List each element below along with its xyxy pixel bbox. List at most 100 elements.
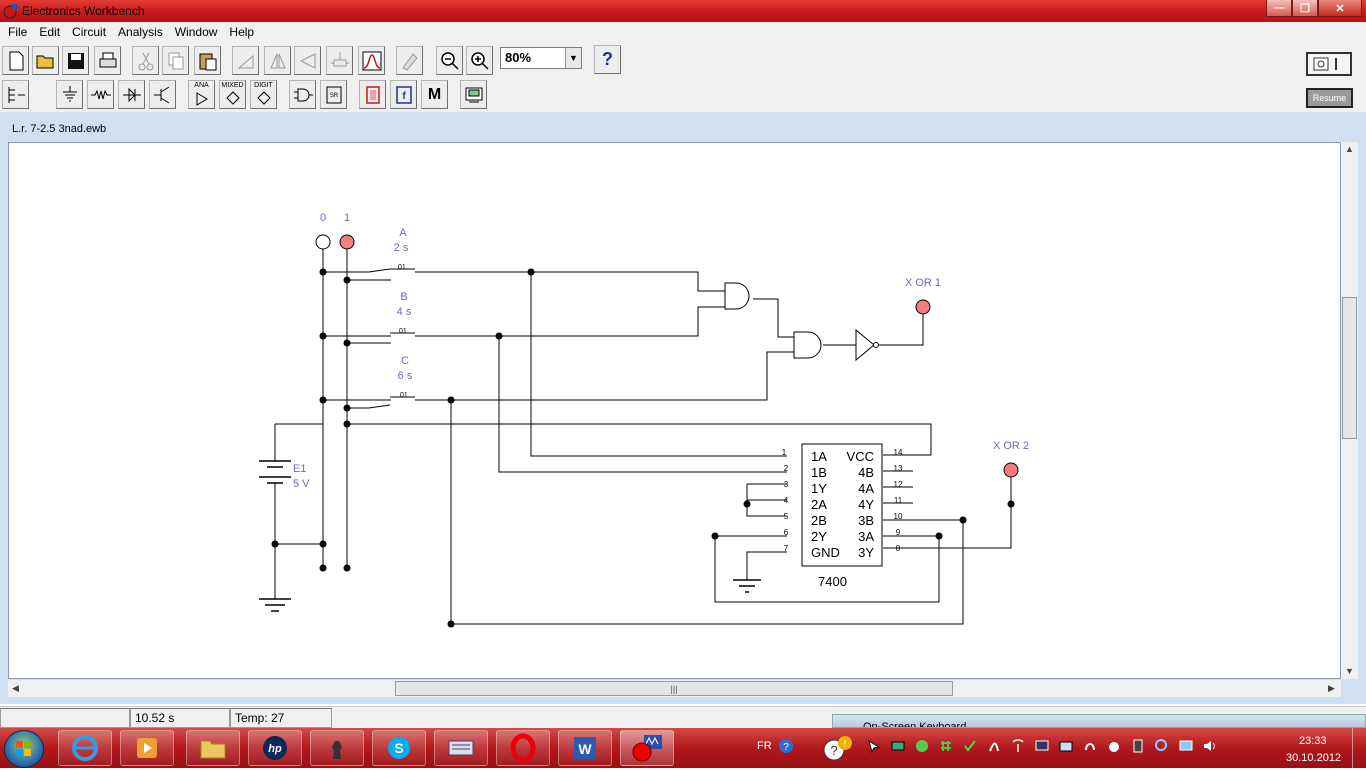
horizontal-scroll-thumb[interactable]: ||| (395, 681, 953, 696)
analog-ics-bin-button[interactable]: ANA (188, 80, 215, 109)
scroll-down-icon[interactable]: ▼ (1345, 666, 1354, 676)
new-file-button[interactable] (2, 46, 29, 75)
minimize-button[interactable]: — (1266, 0, 1292, 17)
tray-phone-icon[interactable] (1130, 738, 1146, 754)
mixed-ics-icon (225, 90, 240, 105)
resume-button[interactable]: Resume (1306, 88, 1353, 108)
xor1-probe[interactable] (915, 299, 931, 315)
vertical-scroll-thumb[interactable] (1342, 297, 1357, 439)
activate-simulation-switch[interactable] (1306, 52, 1352, 76)
show-desktop-button[interactable] (1352, 728, 1366, 768)
schematic: 0 1 A 2 s B 4 s C 6 s X OR 1 X OR 2 E1 5… (259, 212, 1029, 628)
chevron-down-icon[interactable]: ▼ (565, 48, 581, 68)
pin-number: 2 (784, 464, 789, 473)
taskbar-electronics-workbench[interactable] (620, 730, 674, 766)
tray-folder-icon[interactable] (1058, 738, 1074, 754)
zoom-in-button[interactable] (466, 46, 493, 75)
tray-bug-icon[interactable] (1106, 738, 1122, 754)
cut-button[interactable] (132, 46, 159, 75)
scroll-up-icon[interactable]: ▲ (1345, 144, 1354, 154)
taskbar-hp[interactable]: hp (248, 730, 302, 766)
taskbar-skype[interactable]: S (372, 730, 426, 766)
menu-help[interactable]: Help (229, 25, 255, 39)
menu-circuit[interactable]: Circuit (72, 25, 107, 39)
basic-bin-button[interactable] (87, 80, 114, 109)
volume-icon[interactable] (1202, 738, 1218, 754)
taskbar-chess[interactable] (310, 730, 364, 766)
mixed-ics-bin-button[interactable]: MIXED (219, 80, 246, 109)
chip-7400[interactable]: 1A 1B 1Y 2A 2B 2Y GND VCC 4B 4A 4Y 3B 3A… (811, 449, 874, 589)
open-file-button[interactable] (32, 46, 59, 75)
taskbar-keyboard[interactable] (434, 730, 488, 766)
help-icon[interactable]: ? (778, 738, 794, 754)
start-button[interactable] (4, 730, 44, 768)
flip-vertical-button[interactable] (294, 46, 321, 75)
controls-bin-button[interactable]: f (390, 80, 417, 109)
on-screen-keyboard-window[interactable]: On-Screen Keyboard (832, 714, 1366, 728)
rotate-button[interactable] (232, 46, 259, 75)
clock-time[interactable]: 23:33 (1299, 735, 1327, 747)
tray-check-icon[interactable] (962, 738, 978, 754)
taskbar-word[interactable]: W (558, 730, 612, 766)
component-properties-button[interactable] (326, 46, 353, 75)
probe-0[interactable] (315, 234, 331, 250)
help-button[interactable]: ? (594, 45, 621, 74)
taskbar-explorer[interactable] (186, 730, 240, 766)
sources-bin-button[interactable] (56, 80, 83, 109)
diodes-bin-button[interactable] (118, 80, 145, 109)
create-subcircuit-button[interactable] (396, 46, 423, 75)
tray-pdf-icon[interactable] (986, 738, 1002, 754)
taskbar-opera[interactable] (496, 730, 550, 766)
tray-pen-icon[interactable] (1082, 738, 1098, 754)
xor2-probe[interactable] (1003, 462, 1019, 478)
tray-search-icon[interactable] (1154, 738, 1170, 754)
paste-button[interactable] (194, 46, 221, 75)
document-title: L.r. 7-2.5 3nad.ewb (12, 123, 107, 135)
tray-grid-icon[interactable] (938, 738, 954, 754)
maximize-button[interactable]: ❐ (1292, 0, 1318, 17)
scroll-left-icon[interactable]: ◀ (12, 683, 19, 693)
app-icon (3, 4, 18, 19)
analysis-graphs-button[interactable] (358, 46, 385, 75)
favorites-bin-button[interactable] (2, 80, 29, 109)
tray-network-icon[interactable] (890, 738, 906, 754)
horizontal-scrollbar[interactable]: ◀ ||| ▶ (8, 680, 1341, 697)
vertical-scrollbar[interactable]: ▲▼ (1341, 142, 1358, 679)
tray-wifi-icon[interactable] (1010, 738, 1026, 754)
probe-1[interactable] (339, 234, 355, 250)
menu-analysis[interactable]: Analysis (118, 25, 163, 39)
save-button[interactable] (62, 46, 89, 75)
diode-icon (122, 87, 141, 102)
tray-monitor-icon[interactable] (1034, 738, 1050, 754)
menu-window[interactable]: Window (174, 25, 218, 39)
close-button[interactable]: ✕ (1318, 0, 1362, 17)
menu-edit[interactable]: Edit (39, 25, 61, 39)
pin-label: 3B (858, 513, 874, 528)
clock-date[interactable]: 30.10.2012 (1286, 752, 1342, 764)
tray-display-icon[interactable] (1178, 738, 1194, 754)
flip-horizontal-button[interactable] (264, 46, 291, 75)
zoom-select[interactable]: 80%▼ (500, 47, 582, 69)
scroll-right-icon[interactable]: ▶ (1328, 683, 1335, 693)
menu-file[interactable]: File (8, 25, 28, 39)
tray-green-icon[interactable] (914, 738, 930, 754)
taskbar-internet-explorer[interactable] (58, 730, 112, 766)
zoom-out-button[interactable] (436, 46, 463, 75)
digital-bin-button[interactable]: SR (320, 80, 347, 109)
taskbar-media-player[interactable] (120, 730, 174, 766)
indicators-bin-button[interactable] (359, 80, 386, 109)
logic-gates-bin-button[interactable] (289, 80, 316, 109)
transistors-bin-button[interactable] (149, 80, 176, 109)
digital-ics-bin-button[interactable]: DIGIT (250, 80, 277, 109)
print-button[interactable] (94, 46, 121, 75)
instruments-bin-button[interactable] (460, 80, 487, 109)
language-indicator[interactable]: FR (757, 740, 772, 752)
and-gate-icon (293, 88, 313, 101)
clipboard-icon (199, 53, 216, 70)
tray-arrow-icon[interactable] (866, 738, 882, 754)
miscellaneous-bin-button[interactable]: M (421, 80, 448, 109)
mixed-ics-label: MIXED (221, 82, 244, 89)
circuit-canvas[interactable]: 0 1 A 2 s B 4 s C 6 s X OR 1 X OR 2 E1 5… (8, 142, 1341, 679)
copy-button[interactable] (162, 46, 189, 75)
action-center-icon[interactable]: ?! (820, 734, 854, 762)
